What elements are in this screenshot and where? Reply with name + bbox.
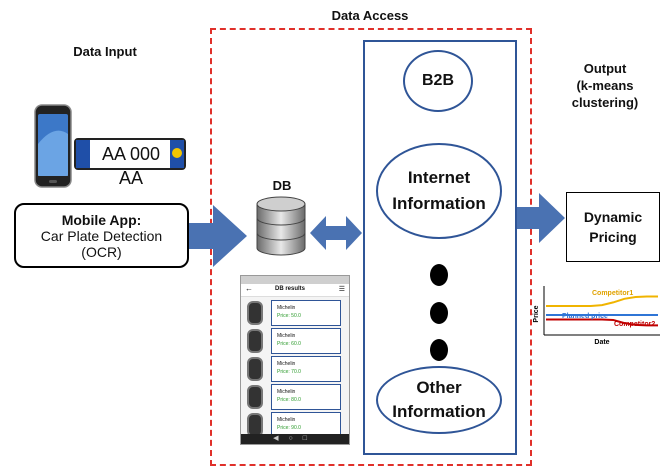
plate-text: AA 000 AA [101, 144, 161, 188]
internet-information-ellipse: Internet Information [376, 143, 502, 239]
database-icon [256, 196, 306, 256]
ellipsis-dot [430, 339, 448, 361]
y-axis-label: Price [533, 305, 540, 322]
price-chart: Price Date Competitor1 Planned price Com… [533, 286, 660, 346]
nav-recent-icon[interactable]: □ [302, 435, 317, 442]
tire-icon [247, 357, 263, 381]
nav-bar: ◀○□ [241, 434, 349, 444]
smartphone-icon [34, 104, 72, 188]
x-axis-label: Date [594, 339, 609, 346]
ellipsis-dot [430, 264, 448, 286]
legend-planned-price: Planned price [562, 313, 608, 320]
double-arrow-db-access [310, 216, 362, 250]
back-arrow-icon[interactable]: ← [245, 284, 253, 293]
legend-competitor2: Competitor2 [614, 321, 655, 328]
arrow-to-output [517, 193, 565, 243]
data-input-title: Data Input [73, 44, 137, 59]
legend-competitor1: Competitor1 [592, 290, 633, 297]
menu-icon[interactable]: ☰ [338, 286, 345, 293]
nav-home-icon[interactable]: ○ [288, 435, 303, 442]
series-line-competitor2 [546, 318, 658, 327]
db-results-title: DB results [275, 286, 306, 292]
nav-back-icon[interactable]: ◀ [273, 435, 289, 442]
mobile-app-title: Mobile App: [61, 211, 142, 228]
output-title: Output (k-means clustering) [571, 61, 639, 110]
b2b-ellipse: B2B [403, 50, 473, 112]
plate-eu-band-right [170, 140, 184, 168]
mobile-app-line2: Car Plate Detection [40, 227, 163, 244]
arrow-input-to-db [189, 205, 247, 267]
mobile-app-line3: (OCR) [81, 243, 122, 260]
mobile-app-box: Mobile App: Car Plate Detection (OCR) [14, 203, 189, 268]
other-information-ellipse: Other Information [376, 366, 502, 434]
series-line-competitor1 [546, 295, 658, 307]
plate-eu-band-left [76, 140, 90, 168]
status-bar [241, 276, 349, 284]
tire-icon [247, 385, 263, 409]
license-plate: AA 000 AA [74, 138, 186, 188]
db-title: DB [272, 178, 292, 193]
screen-header: ← DB results ☰ [241, 284, 349, 297]
tire-icon [247, 301, 263, 325]
ellipsis-dot [430, 302, 448, 324]
data-access-title: Data Access [331, 8, 409, 23]
tire-icon [247, 329, 263, 353]
data-sources-box [363, 40, 517, 455]
dynamic-pricing-box: Dynamic Pricing [566, 192, 660, 262]
